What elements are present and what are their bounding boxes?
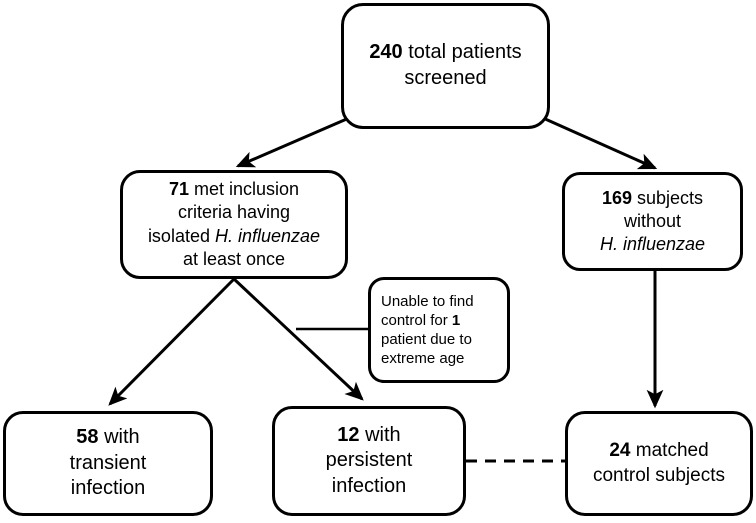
node-without-species: H. influenzae	[599, 234, 706, 255]
node-screened-line1-rest: total patients	[408, 41, 522, 64]
node-unable-line1: Unable to find	[381, 292, 474, 310]
node-unable-line2-pre: control for	[381, 311, 452, 329]
node-unable-line4: extreme age	[381, 350, 465, 368]
node-inclusion-species: H. influenzae	[214, 225, 321, 246]
node-persistent-label: 12 with persistent infection	[318, 423, 421, 500]
node-unable-label: Unable to find control for 1 patient due…	[371, 292, 482, 369]
node-transient-count: 58	[76, 426, 99, 449]
edge-screened-to-inclusion	[235, 116, 350, 168]
node-unable-line3: patient due to	[381, 331, 472, 348]
node-matched[interactable]: 24 matched control subjects	[565, 411, 753, 516]
node-transient-label: 58 with transient infection	[62, 425, 155, 502]
node-without[interactable]: 169 subjects without H. influenzae	[562, 172, 743, 271]
node-matched-line2: control subjects	[592, 464, 725, 486]
node-without-line1-rest: subjects	[637, 187, 704, 208]
node-persistent-line3: infection	[331, 474, 407, 497]
node-transient-line1-rest: with	[104, 426, 140, 449]
node-matched-count: 24	[609, 440, 631, 462]
node-without-count: 169	[601, 187, 632, 208]
node-screened-label: 240 total patients screened	[361, 40, 529, 91]
node-transient[interactable]: 58 with transient infection	[3, 411, 213, 516]
node-matched-label: 24 matched control subjects	[585, 439, 733, 488]
node-persistent-line1-rest: with	[365, 423, 401, 446]
edge-inclusion-to-transient	[108, 277, 236, 406]
node-screened[interactable]: 240 total patients screened	[341, 3, 550, 129]
node-inclusion[interactable]: 71 met inclusion criteria having isolate…	[120, 170, 348, 279]
edge-inclusion-to-persistent	[232, 277, 364, 401]
node-persistent[interactable]: 12 with persistent infection	[272, 406, 466, 516]
node-inclusion-count: 71	[168, 179, 189, 200]
node-inclusion-label: 71 met inclusion criteria having isolate…	[140, 178, 328, 270]
node-unable[interactable]: Unable to find control for 1 patient due…	[368, 277, 510, 383]
node-inclusion-line1-rest: met inclusion	[194, 179, 300, 200]
node-inclusion-line2: criteria having	[177, 202, 291, 223]
node-matched-line1-rest: matched	[635, 440, 709, 462]
edge-screened-to-without	[542, 116, 658, 170]
node-without-line2: without	[623, 210, 682, 231]
node-inclusion-line3-pre: isolated	[147, 225, 215, 246]
node-persistent-count: 12	[337, 423, 360, 446]
node-screened-line2: screened	[404, 67, 487, 89]
node-transient-line2: transient	[69, 451, 147, 474]
node-screened-count: 240	[369, 41, 403, 64]
node-inclusion-line4: at least once	[182, 248, 286, 269]
node-persistent-line2: persistent	[325, 449, 413, 472]
node-transient-line3: infection	[70, 477, 146, 500]
node-without-label: 169 subjects without H. influenzae	[592, 187, 713, 256]
node-unable-count: 1	[451, 311, 461, 329]
